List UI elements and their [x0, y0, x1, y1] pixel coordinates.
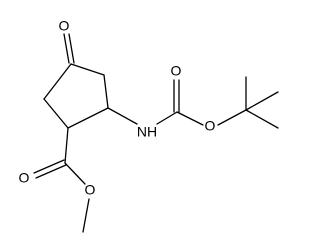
- bond-ketone-double-a: [63, 33, 70, 64]
- bond-c4-ester-c: [64, 127, 69, 164]
- ester-ether-oxygen-label: O: [85, 182, 96, 198]
- bond-nh-carbamate-c: [156, 111, 178, 125]
- bond-c3-nh: [107, 107, 138, 125]
- bond-ester-double-a: [33, 159, 65, 174]
- bond-ester-double-b: [35, 164, 67, 179]
- bond-ring-c4-c5: [43, 98, 69, 129]
- bond-ring-c3-c4: [67, 107, 109, 129]
- bond-ketone-double-b: [68, 33, 75, 64]
- bond-o-methyl: [82, 198, 90, 233]
- bond-ring-c5-c1: [43, 63, 72, 100]
- carbamate-carbonyl-oxygen-label: O: [171, 63, 182, 79]
- bond-tbu-methyl-3: [245, 109, 279, 129]
- bond-ring-c1-c2: [70, 63, 105, 76]
- amide-nitrogen-label: NH: [137, 124, 157, 140]
- bond-o-tbu: [217, 109, 247, 126]
- bond-ring-c2-c3: [103, 74, 109, 109]
- ketone-oxygen-label: O: [59, 18, 70, 34]
- bond-tbu-methyl-2: [245, 91, 279, 111]
- bond-carbamate-c-o: [176, 111, 204, 126]
- chemical-structure-diagram: O NH O O O O: [19, 18, 279, 233]
- structure-canvas: O NH O O O O: [18, 17, 279, 233]
- carbamate-ether-oxygen-label: O: [205, 118, 216, 134]
- ester-carbonyl-oxygen-label: O: [19, 170, 30, 186]
- bond-ester-c-o: [64, 162, 86, 185]
